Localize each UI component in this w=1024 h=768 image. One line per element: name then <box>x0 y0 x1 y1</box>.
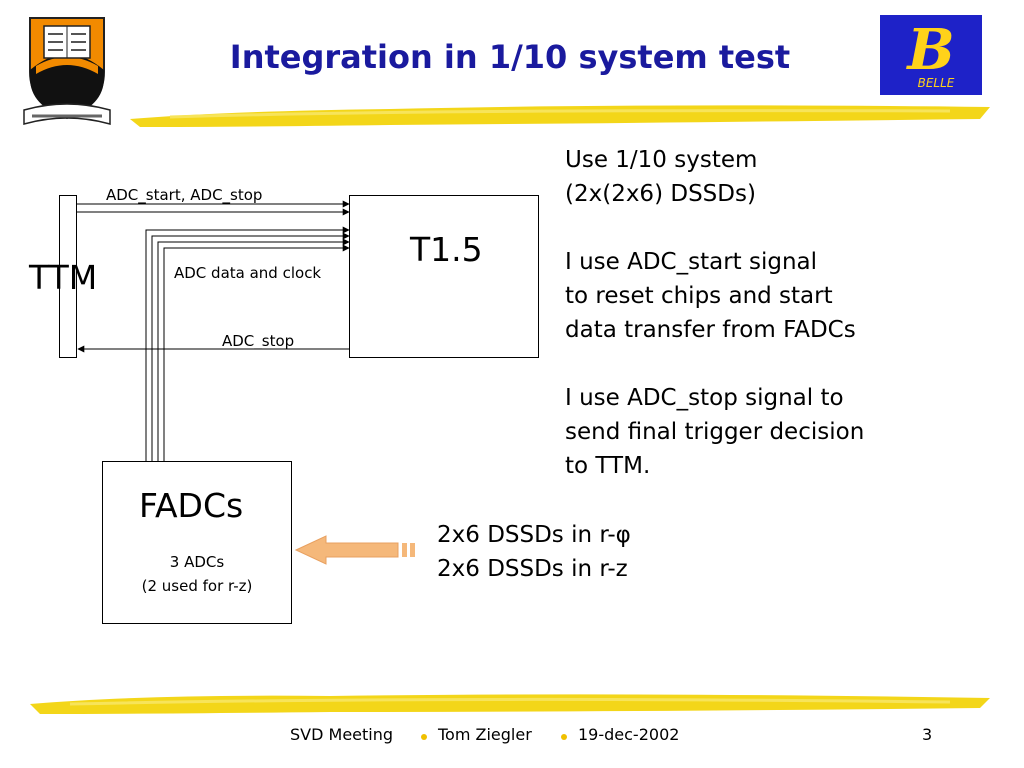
ttm-module <box>59 195 77 358</box>
adc-data-clock-label: ADC data and clock <box>174 264 322 282</box>
svg-text:BELLE: BELLE <box>918 76 955 90</box>
note-line: I use ADC_start signal <box>565 249 818 275</box>
fadcs-label: FADCs <box>139 486 244 525</box>
adc-data-line-4 <box>163 244 350 461</box>
princeton-shield-icon <box>23 17 111 125</box>
note-line <box>565 211 864 245</box>
note-line: to reset chips and start <box>565 283 833 309</box>
note-line: Use 1/10 system <box>565 147 758 173</box>
footer-brush-divider <box>30 694 990 714</box>
dssd-rphi-label: 2x6 DSSDs in r-φ <box>437 522 631 548</box>
fadcs-sublabel-2: (2 used for r-z) <box>141 577 253 595</box>
adc-stop-label: ADC_stop <box>222 332 295 350</box>
slide-title: Integration in 1/10 system test <box>229 38 791 76</box>
footer-meeting: SVD Meeting <box>290 725 394 744</box>
ttm-label: TTM <box>29 258 98 297</box>
fadcs-sublabel-1: 3 ADCs <box>169 553 225 571</box>
footer-dot-icon <box>421 734 427 740</box>
note-line: to TTM. <box>565 453 651 479</box>
page-number: 3 <box>922 725 933 744</box>
dssd-input-arrow <box>294 535 415 565</box>
note-line: (2x(2x6) DSSDs) <box>565 181 756 207</box>
note-line <box>565 347 864 381</box>
footer-author: Tom Ziegler <box>438 725 532 744</box>
adc-data-line-2 <box>151 232 350 461</box>
footer-dot-icon <box>561 734 567 740</box>
svg-text:B: B <box>905 17 954 83</box>
adc-data-line-1 <box>145 226 350 461</box>
note-line: data transfer from FADCs <box>565 317 856 343</box>
adc-start-stop-label: ADC_start, ADC_stop <box>106 186 263 204</box>
t15-module <box>349 195 539 358</box>
note-line: send final trigger decision <box>565 419 865 445</box>
dssd-rz-label: 2x6 DSSDs in r-z <box>437 556 628 582</box>
notes-block: Use 1/10 system (2x(2x6) DSSDs) I use AD… <box>565 143 864 483</box>
t15-label: T1.5 <box>410 230 483 269</box>
note-line: I use ADC_stop signal to <box>565 385 844 411</box>
fadcs-module <box>102 461 292 624</box>
belle-logo-icon: B BELLE <box>880 15 982 95</box>
adc-data-line-3 <box>157 238 350 461</box>
header-brush-divider <box>130 105 990 127</box>
footer-date: 19-dec-2002 <box>578 725 680 744</box>
